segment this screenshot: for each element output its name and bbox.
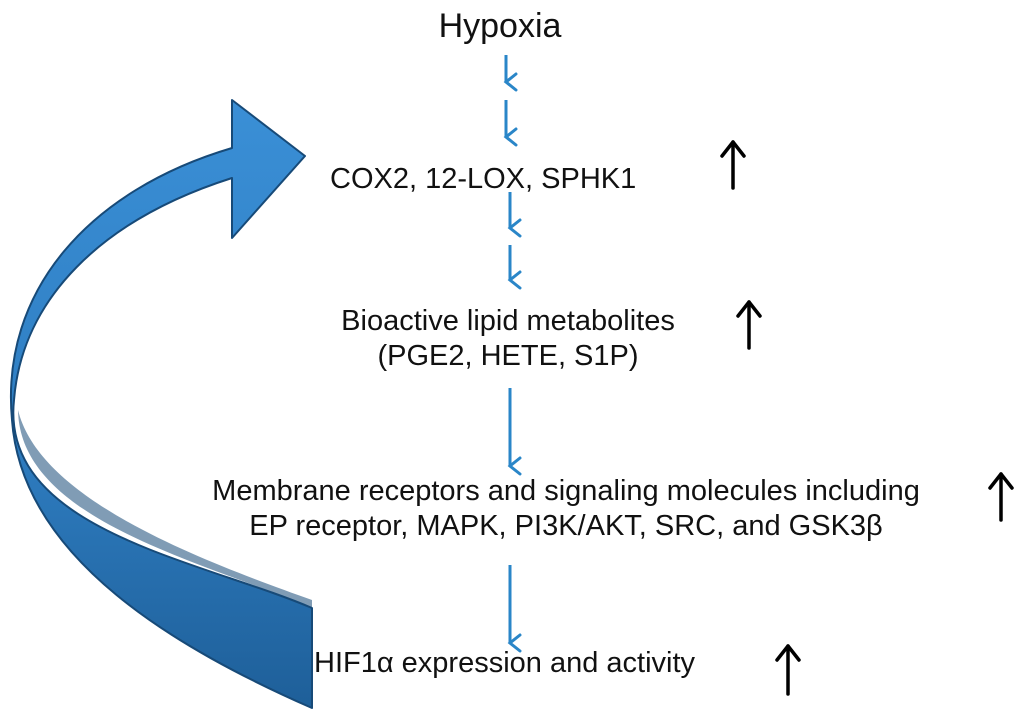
node-lipid-metabolites-examples: (PGE2, HETE, S1P) xyxy=(377,339,639,372)
arrow-up-icon xyxy=(775,644,801,696)
node-lipid-metabolites-title: Bioactive lipid metabolites xyxy=(341,305,675,337)
node-membrane-receptors-title: Membrane receptors and signaling molecul… xyxy=(212,475,920,507)
curved-feedback-arrow-icon xyxy=(9,99,313,709)
node-membrane-receptors-examples: EP receptor, MAPK, PI3K/AKT, SRC, and GS… xyxy=(249,509,883,542)
node-enzymes: COX2, 12-LOX, SPHK1 xyxy=(330,163,637,195)
arrow-up-icon xyxy=(720,140,746,190)
flow-arrows xyxy=(503,55,522,653)
node-hypoxia: Hypoxia xyxy=(438,7,562,45)
arrow-up-icon xyxy=(988,472,1014,522)
node-membrane-receptors: Membrane receptors and signaling molecul… xyxy=(140,474,992,544)
node-hif1a: HIF1α expression and activity xyxy=(314,647,696,679)
increase-arrows xyxy=(720,140,1014,696)
node-lipid-metabolites: Bioactive lipid metabolites (PGE2, HETE,… xyxy=(270,304,746,374)
arrow-up-icon xyxy=(736,300,762,350)
